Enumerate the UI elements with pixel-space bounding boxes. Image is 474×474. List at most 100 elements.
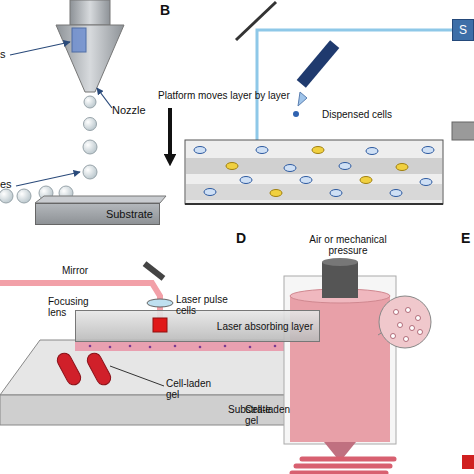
syringe — [284, 276, 396, 444]
scanner-box: S — [452, 19, 474, 41]
cell — [312, 147, 324, 154]
cell — [390, 190, 402, 197]
panel-e-mark — [462, 455, 474, 469]
cell — [300, 177, 312, 184]
cell — [194, 147, 434, 197]
focusing-lens — [147, 299, 173, 307]
droplet — [0, 189, 13, 203]
cell-laden-gel-layer — [75, 342, 320, 351]
cell — [284, 165, 296, 172]
cell-laden-gel-layer — [199, 346, 202, 349]
part-label: Platform moves layer by layer — [158, 90, 308, 101]
leader-line — [110, 366, 164, 386]
part-label: Mirror — [62, 265, 102, 276]
panel-letter: D — [236, 231, 252, 246]
extruded-strand — [296, 464, 390, 469]
magnified-gel — [416, 316, 421, 321]
cell-laden-gel-layer — [149, 346, 152, 349]
cell-laden-gel-layer — [89, 345, 92, 348]
droplet — [0, 96, 97, 203]
magnified-gel — [394, 310, 399, 315]
node-text: Substrate — [106, 208, 153, 220]
substrate-top-face — [35, 196, 166, 203]
magnified-gel — [410, 326, 415, 331]
cell — [366, 148, 378, 155]
cell — [194, 147, 206, 154]
inkjet-nozzle — [72, 28, 86, 52]
panel-e-mark — [462, 455, 474, 469]
extruded-strand — [302, 457, 394, 462]
down-arrow — [168, 108, 172, 160]
part-label: Air or mechanical pressure — [300, 234, 396, 256]
cell-laden-gel-layer — [249, 346, 252, 349]
cell — [256, 147, 268, 154]
droplet — [84, 96, 96, 108]
cell — [226, 163, 238, 170]
cell — [422, 147, 434, 154]
focusing-lens — [147, 299, 173, 307]
cell-laden-gel-layer — [224, 345, 227, 348]
leader-arrow — [97, 88, 112, 108]
extruded-strand — [292, 459, 394, 473]
cell — [240, 177, 252, 184]
part-label: Focusing lens — [48, 296, 98, 318]
cell-laden-gel-layer — [89, 345, 302, 349]
cell-laden-gel-layer — [129, 345, 132, 348]
magnified-gel — [379, 296, 431, 348]
leader-arrow — [16, 172, 80, 186]
droplet — [17, 189, 31, 203]
magnified-gel — [391, 308, 423, 342]
part-label: es — [0, 178, 20, 190]
cell — [396, 164, 408, 171]
cell — [330, 190, 342, 197]
cell — [339, 163, 351, 170]
side-block — [452, 122, 474, 140]
droplet — [84, 118, 97, 131]
panel-letter: E — [461, 231, 474, 246]
magnified-gel — [391, 334, 396, 339]
substrate-slab: Substrate — [35, 203, 160, 225]
resin-tray — [186, 158, 442, 174]
down-arrow — [170, 108, 171, 160]
leader-arrow — [10, 42, 70, 55]
mirror — [143, 261, 166, 281]
cell-laden-gel-layer — [274, 345, 277, 348]
syringe — [322, 262, 358, 298]
part-label: Nozzle — [112, 104, 162, 116]
dispenser-pipette — [297, 40, 340, 88]
leader-arrow — [10, 42, 112, 186]
syringe — [284, 258, 396, 458]
side-block — [452, 122, 474, 140]
magnified-gel — [398, 323, 403, 328]
dispenser-pipette — [293, 111, 299, 117]
cell-laden-gel-layer — [174, 345, 177, 348]
resin-tray — [185, 203, 443, 205]
magnified-gel — [406, 308, 411, 313]
droplet — [83, 140, 97, 154]
part-label: Dispensed cells — [322, 109, 402, 120]
cell-laden-gel-layer — [75, 342, 320, 351]
resin-tray — [185, 140, 443, 204]
magnified-gel — [378, 296, 431, 348]
mirror — [143, 261, 166, 281]
extruded-strand — [292, 471, 386, 474]
inkjet-nozzle — [56, 25, 124, 92]
laser-absorbing-layer: Laser absorbing layer — [75, 310, 320, 342]
resin-tray — [185, 140, 443, 204]
droplet — [83, 165, 97, 179]
cell-laden-gel-layer — [109, 346, 112, 349]
panel-letter: B — [160, 3, 176, 18]
cell — [270, 190, 282, 197]
part-label: Cell-laden gel — [245, 404, 291, 426]
syringe — [322, 258, 358, 266]
inkjet-nozzle — [56, 0, 124, 92]
printed-cell-column — [55, 351, 83, 388]
cell — [420, 179, 432, 186]
node-text: S — [459, 23, 467, 37]
inkjet-nozzle — [70, 0, 110, 25]
cell — [360, 177, 372, 184]
resin-tray — [186, 184, 442, 200]
magnified-gel — [404, 337, 409, 342]
cell — [204, 189, 216, 196]
